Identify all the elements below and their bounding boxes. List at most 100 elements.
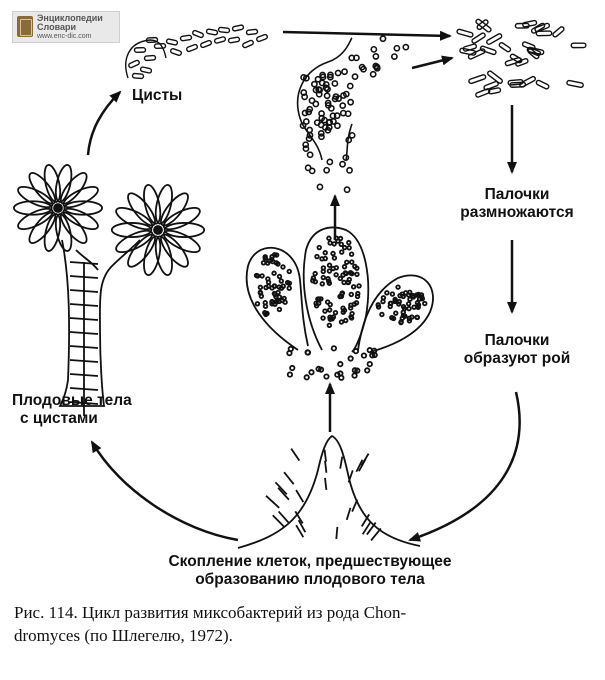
spore — [372, 53, 380, 60]
vesicle-spore — [273, 252, 280, 258]
vesicle-spore — [326, 307, 333, 313]
rod-cell — [498, 42, 512, 53]
vesicle-spore — [345, 279, 352, 286]
vesicle-spore — [341, 307, 348, 314]
vesicle-spore — [319, 256, 325, 262]
vesicle-spore — [322, 308, 328, 314]
arrow-fruiting-to-cysts — [86, 90, 122, 156]
vesicle-spore — [271, 270, 277, 276]
released-spore — [371, 347, 378, 354]
vesicle-spore — [347, 269, 354, 276]
spore — [310, 80, 318, 88]
label-aggregation: Скопление клеток, предшествующее образов… — [100, 553, 520, 589]
released-spore — [347, 355, 354, 362]
vesicle-spore — [338, 241, 344, 247]
rod-cell — [519, 75, 536, 88]
spore — [306, 131, 314, 139]
vesicle-spore — [354, 265, 360, 271]
rod-cell — [462, 43, 478, 52]
spore — [318, 133, 325, 141]
spore — [340, 92, 347, 99]
vesicle-spore — [384, 290, 390, 296]
cell-streak — [335, 526, 339, 540]
rod-cell — [509, 53, 523, 64]
vesicle-spore — [380, 295, 387, 301]
cyst-petal — [62, 207, 99, 231]
vesicle-spore — [355, 290, 361, 297]
vesicle-spore — [346, 245, 352, 251]
rod-cell — [566, 79, 584, 89]
cyst-petal — [59, 172, 88, 205]
cyst-petal — [143, 235, 162, 277]
released-spore — [286, 371, 294, 378]
vesicle-spore — [271, 283, 278, 289]
label-rods-swarm-line1: Палочки — [484, 332, 550, 349]
rod-cell — [186, 43, 198, 53]
vesicle-spore — [344, 259, 350, 265]
spore — [308, 167, 316, 175]
spore — [326, 158, 334, 166]
rod-cell — [227, 36, 241, 44]
rod-cell — [213, 36, 227, 44]
spore — [348, 131, 356, 139]
logo-line-2: Словари — [37, 22, 77, 32]
cyst-petal — [54, 164, 73, 203]
released-spore — [304, 349, 311, 356]
rod-cell — [143, 54, 157, 62]
cell-streak — [297, 519, 307, 533]
spore — [393, 44, 401, 52]
vesicle-spore — [276, 306, 283, 313]
fruiting-body-tree — [13, 164, 206, 416]
spore — [327, 104, 335, 112]
vesicle-spore — [265, 279, 272, 285]
vesicle-spore — [257, 284, 264, 291]
vesicle-spore — [326, 268, 333, 274]
spore — [329, 112, 337, 120]
vesicle-spore — [325, 276, 331, 282]
spore — [305, 108, 313, 116]
spore — [379, 35, 387, 43]
rod-cell — [217, 26, 231, 34]
spore — [372, 62, 380, 70]
released-spore — [351, 367, 358, 374]
released-spore — [364, 367, 371, 374]
rod-cell — [165, 38, 179, 46]
logo-url: www.enc-dic.com — [37, 33, 92, 40]
cyst-petal — [43, 164, 62, 203]
spore — [305, 135, 313, 143]
vesicle-spore — [332, 309, 339, 316]
vesicle-spore — [395, 284, 401, 290]
cyst-petal — [63, 200, 103, 216]
cyst-petal — [162, 229, 201, 254]
rod-cell — [535, 79, 550, 90]
spore — [317, 130, 325, 137]
vesicle-spore — [327, 301, 333, 308]
vesicle-spore — [398, 319, 404, 326]
spore — [318, 79, 326, 87]
spore — [302, 74, 310, 82]
rod-cell — [145, 36, 159, 44]
spore — [306, 151, 314, 159]
spore — [324, 126, 332, 134]
vesicle-spore — [343, 270, 349, 277]
vesicle-spore — [339, 249, 345, 255]
vesicle-spore — [392, 296, 398, 303]
vesicle-spore — [319, 281, 325, 287]
rod-cell — [535, 30, 553, 37]
vesicle-spore — [330, 250, 336, 257]
rod-cell — [200, 39, 212, 49]
vesicle-spore — [326, 280, 333, 286]
spore — [346, 82, 354, 90]
cyst-petal — [154, 235, 173, 277]
spore — [335, 95, 343, 102]
cell-streak — [361, 521, 372, 535]
vesicle-spore — [313, 300, 319, 306]
site-logo[interactable]: Энциклопедии Словари www.enc-dic.com — [12, 11, 120, 43]
spore — [369, 70, 377, 78]
vesicle-spore — [406, 318, 413, 324]
vesicle-spore — [278, 278, 284, 284]
spore — [301, 109, 309, 117]
spore — [351, 73, 359, 81]
logo-line-1: Энциклопедии — [37, 13, 103, 23]
